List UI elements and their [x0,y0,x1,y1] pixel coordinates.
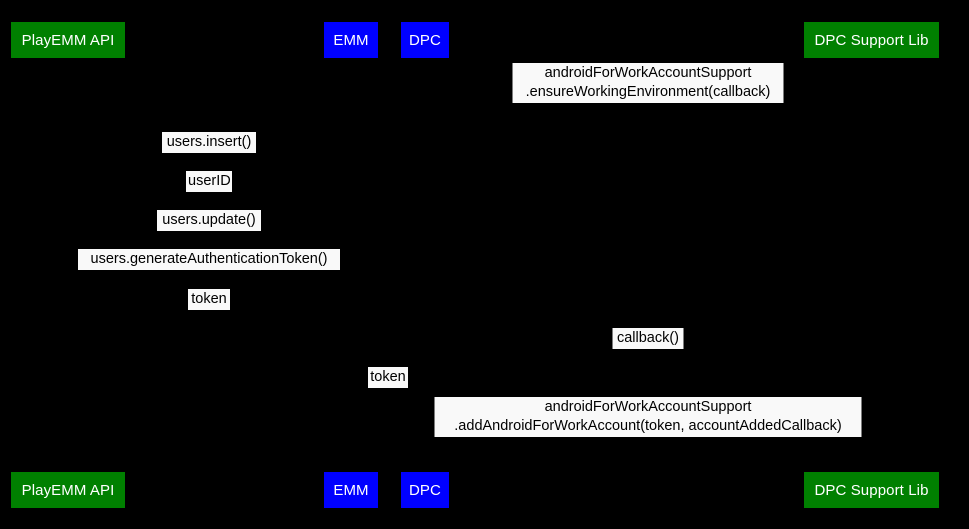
lifeline-supportlib [871,58,872,472]
message-arrow-6 [68,310,351,311]
participant-label: DPC [409,481,441,499]
participant-label: DPC Support Lib [814,481,929,499]
participant-label: PlayEMM API [21,31,115,49]
participant-emm-top[interactable]: EMM [324,22,378,58]
message-line-1: androidForWorkAccountSupport [544,65,752,81]
message-arrow-4 [68,231,351,232]
participant-dpc-bottom[interactable]: DPC [401,472,449,508]
message-label-users-insert: users.insert() [162,132,256,153]
message-line-1: callback() [616,330,680,346]
message-arrow-9 [425,437,871,438]
lifeline-dpc [425,58,426,472]
message-arrow-7 [425,349,871,350]
message-label-token-to-dpc: token [368,367,408,388]
message-label-add-android-for-work-account: androidForWorkAccountSupport .addAndroid… [434,397,862,437]
message-line-1: token [191,291,227,307]
participant-label: PlayEMM API [21,481,115,499]
message-arrow-2 [68,153,351,154]
message-line-1: token [370,369,406,385]
participant-playemm-api-bottom[interactable]: PlayEMM API [11,472,125,508]
message-line-1: users.insert() [166,134,252,150]
message-line-2: .ensureWorkingEnvironment(callback) [525,84,771,100]
participant-playemm-api-top[interactable]: PlayEMM API [11,22,125,58]
message-label-userid: userID [186,171,232,192]
participant-dpc-support-lib-top[interactable]: DPC Support Lib [804,22,939,58]
participant-label: EMM [333,481,369,499]
message-label-ensure-working-environment: androidForWorkAccountSupport .ensureWork… [512,63,784,103]
message-arrow-3 [68,192,351,193]
participant-label: EMM [333,31,369,49]
message-arrow-5 [68,270,351,271]
message-line-1: userID [188,173,231,189]
message-label-users-update: users.update() [157,210,261,231]
participant-label: DPC Support Lib [814,31,929,49]
message-label-callback: callback() [612,328,684,349]
message-arrow-8 [351,388,425,389]
message-arrow-1 [425,103,871,104]
message-label-token-to-emm: token [188,289,230,310]
message-line-1: users.generateAuthenticationToken() [90,251,328,267]
lifeline-emm [351,58,352,472]
message-line-2: .addAndroidForWorkAccount(token, account… [454,418,842,434]
lifeline-playemm [68,58,69,472]
participant-dpc-top[interactable]: DPC [401,22,449,58]
message-line-1: androidForWorkAccountSupport [544,399,752,415]
participant-emm-bottom[interactable]: EMM [324,472,378,508]
participant-label: DPC [409,31,441,49]
message-line-1: users.update() [162,212,256,228]
message-label-users-generate-authentication-token: users.generateAuthenticationToken() [78,249,340,270]
participant-dpc-support-lib-bottom[interactable]: DPC Support Lib [804,472,939,508]
